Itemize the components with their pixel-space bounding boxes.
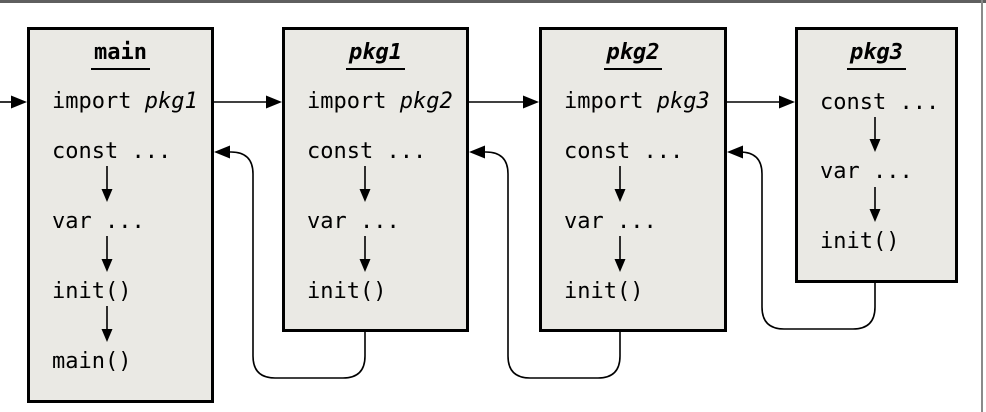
code-line: main() xyxy=(52,347,209,377)
code-text: import xyxy=(307,89,400,114)
code-text: var ... xyxy=(564,209,657,234)
package-name-text: pkg1 xyxy=(144,89,198,114)
box-title-row: main xyxy=(30,39,211,70)
code-line: init() xyxy=(52,277,209,307)
box-title-row: pkg1 xyxy=(285,39,466,70)
code-line: const ... xyxy=(820,88,953,118)
code-line: init() xyxy=(820,227,953,257)
code-line: const ... xyxy=(52,137,209,167)
code-line: var ... xyxy=(307,207,464,237)
code-line: init() xyxy=(307,277,464,307)
code-text: const ... xyxy=(820,90,940,115)
code-line: import pkg1 xyxy=(52,87,209,117)
import-arrow-main-to-pkg1-icon xyxy=(214,95,282,109)
code-line: const ... xyxy=(564,137,722,167)
down-arrow-icon xyxy=(614,236,626,272)
code-text: import xyxy=(564,89,657,114)
box-title: pkg2 xyxy=(603,39,663,70)
import-arrow-pkg1-to-pkg2-icon xyxy=(469,95,539,109)
code-text: init() xyxy=(820,229,900,254)
code-text: main() xyxy=(52,349,132,374)
box-title: pkg1 xyxy=(346,39,405,70)
package-name-text: pkg3 xyxy=(656,89,710,114)
down-arrow-icon xyxy=(869,187,881,222)
package-box-main: main import pkg1 const ... var ... init() mai… xyxy=(27,27,214,403)
entry-arrow-icon xyxy=(0,95,27,109)
down-arrow-icon xyxy=(101,306,113,342)
code-text: init() xyxy=(52,279,132,304)
package-name-text: pkg2 xyxy=(399,89,453,114)
code-text: import xyxy=(52,89,145,114)
package-box-pkg1: pkg1 import pkg2 const ... var ... init() xyxy=(282,27,469,332)
down-arrow-icon xyxy=(101,236,113,272)
box-title: pkg3 xyxy=(847,39,906,70)
down-arrow-icon xyxy=(101,166,113,202)
import-arrow-pkg2-to-pkg3-icon xyxy=(727,95,795,109)
code-text: const ... xyxy=(52,139,172,164)
window-frame-top xyxy=(0,0,986,3)
down-arrow-icon xyxy=(869,117,881,152)
code-text: var ... xyxy=(307,209,400,234)
box-title-row: pkg2 xyxy=(542,39,724,70)
code-text: const ... xyxy=(307,139,427,164)
code-text: init() xyxy=(307,279,387,304)
code-text: var ... xyxy=(52,209,145,234)
code-line: var ... xyxy=(820,157,953,187)
package-box-pkg2: pkg2 import pkg3 const ... var ... init() xyxy=(539,27,727,332)
code-line: const ... xyxy=(307,137,464,167)
code-line: init() xyxy=(564,277,722,307)
code-line: import pkg3 xyxy=(564,87,722,117)
code-line: var ... xyxy=(564,207,722,237)
code-line: import pkg2 xyxy=(307,87,464,117)
code-text: init() xyxy=(564,279,644,304)
box-title-row: pkg3 xyxy=(798,39,955,70)
window-frame-right xyxy=(981,0,983,412)
code-text: const ... xyxy=(564,139,684,164)
box-title: main xyxy=(91,39,150,70)
code-text: var ... xyxy=(820,159,913,184)
package-box-pkg3: pkg3 const ... var ... init() xyxy=(795,27,958,283)
down-arrow-icon xyxy=(359,166,371,202)
code-line: var ... xyxy=(52,207,209,237)
down-arrow-icon xyxy=(359,236,371,272)
down-arrow-icon xyxy=(614,166,626,202)
